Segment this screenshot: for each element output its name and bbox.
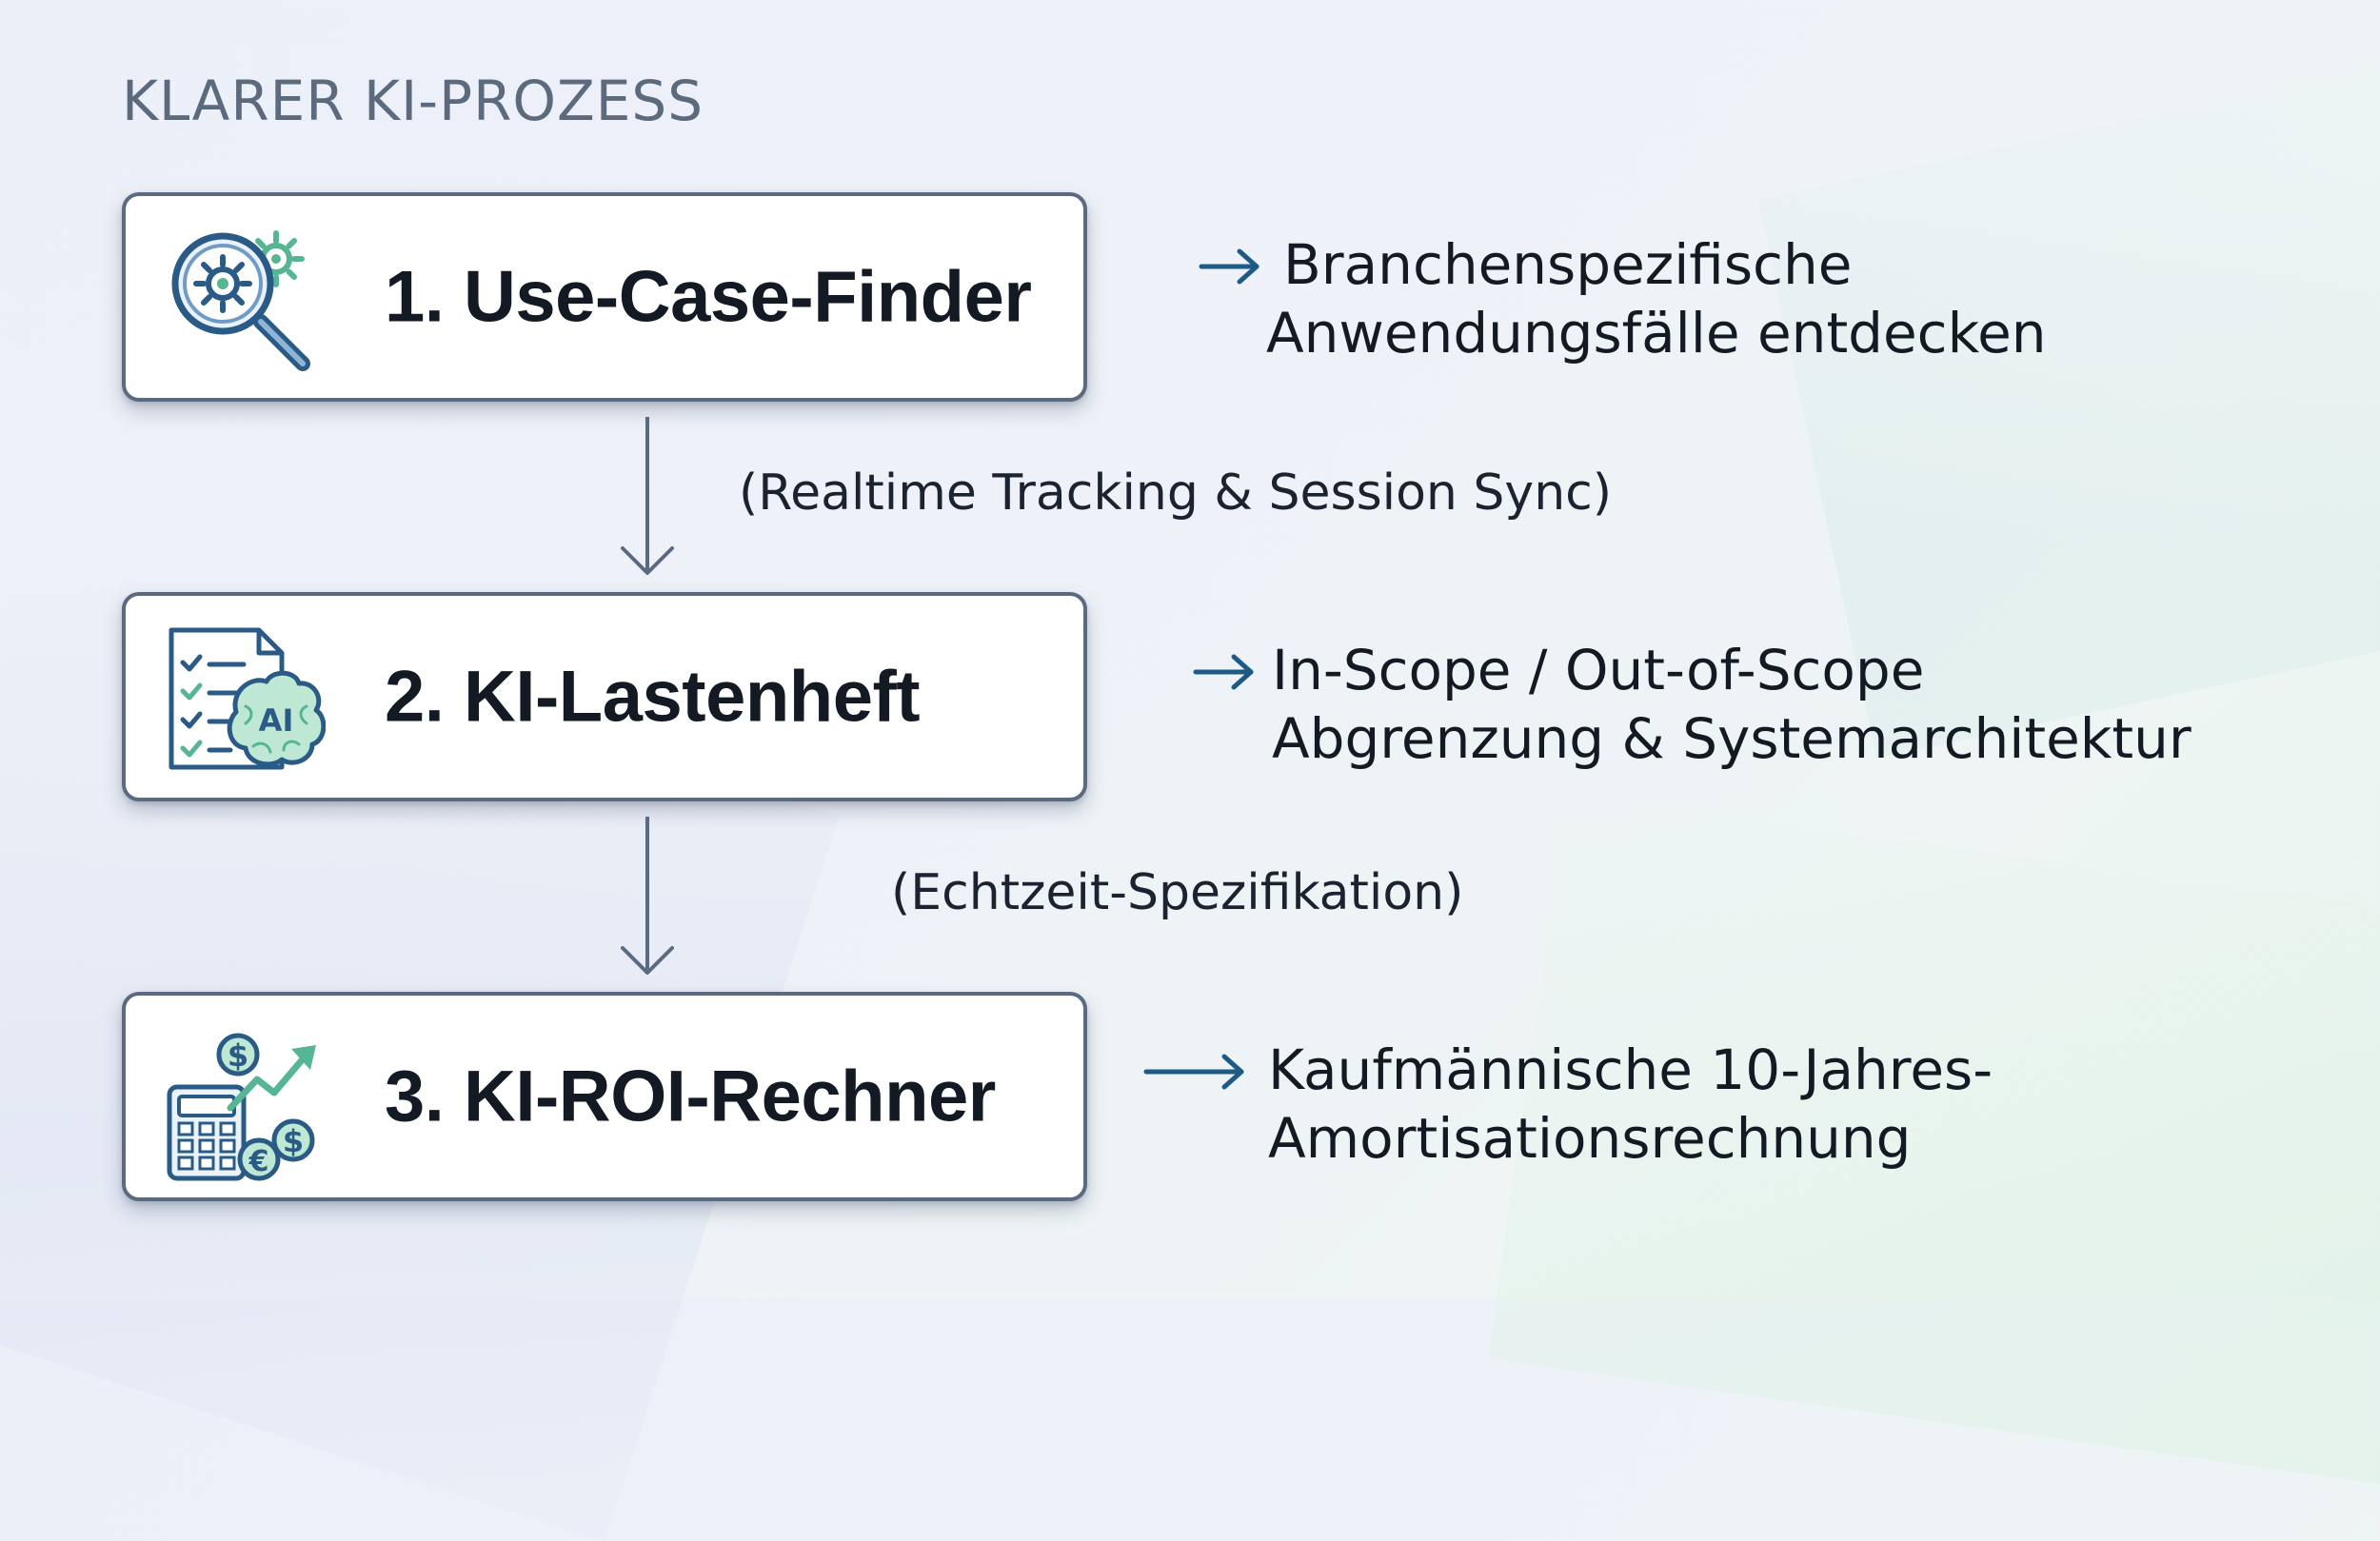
description-line: In-Scope / Out-of-Scope: [1272, 638, 1925, 702]
step-description: In-Scope / Out-of-Scope Abgrenzung & Sys…: [1193, 636, 2192, 773]
step-description: Kaufmännische 10-Jahres- Amortisationsre…: [1143, 1036, 1993, 1173]
ai-label: AI: [259, 702, 294, 739]
step-title: 3. KI-ROI-Rechner: [385, 1056, 996, 1137]
calculator-money-growth-icon: $ € $: [167, 1033, 316, 1181]
step-title: 1. Use-Case-Finder: [385, 256, 1032, 338]
checklist-ai-brain-icon: AI: [169, 627, 326, 770]
svg-text:$: $: [283, 1123, 304, 1159]
page-title: KLARER KI-PROZESS: [122, 69, 704, 133]
down-arrow-connector: [621, 417, 674, 575]
description-line: Abgrenzung & Systemarchitektur: [1272, 706, 2192, 771]
description-line: Branchenspezifische: [1283, 232, 1853, 297]
down-arrow-connector: [621, 817, 674, 975]
right-arrow-icon: [1199, 248, 1259, 285]
svg-text:$: $: [228, 1037, 248, 1074]
step-box-ki-lastenheft: AI 2. KI-Lastenheft: [122, 592, 1087, 801]
magnifier-gear-icon: [171, 230, 310, 371]
step-box-ki-roi-rechner: $ € $ 3. KI-ROI-Rechner: [122, 992, 1087, 1201]
connector-label: (Echtzeit-Spezifikation): [891, 864, 1464, 921]
right-arrow-icon: [1143, 1054, 1244, 1090]
description-line: Amortisationsrechnung: [1268, 1106, 1912, 1171]
step-description: Branchenspezifische Anwendungsfälle entd…: [1199, 230, 2047, 367]
description-line: Anwendungsfälle entdecken: [1266, 301, 2047, 365]
step-box-use-case-finder: 1. Use-Case-Finder: [122, 192, 1087, 402]
connector-label: (Realtime Tracking & Session Sync): [739, 464, 1613, 522]
description-line: Kaufmännische 10-Jahres-: [1268, 1037, 1993, 1102]
svg-text:€: €: [248, 1145, 269, 1178]
right-arrow-icon: [1193, 654, 1254, 690]
step-title: 2. KI-Lastenheft: [385, 656, 921, 738]
